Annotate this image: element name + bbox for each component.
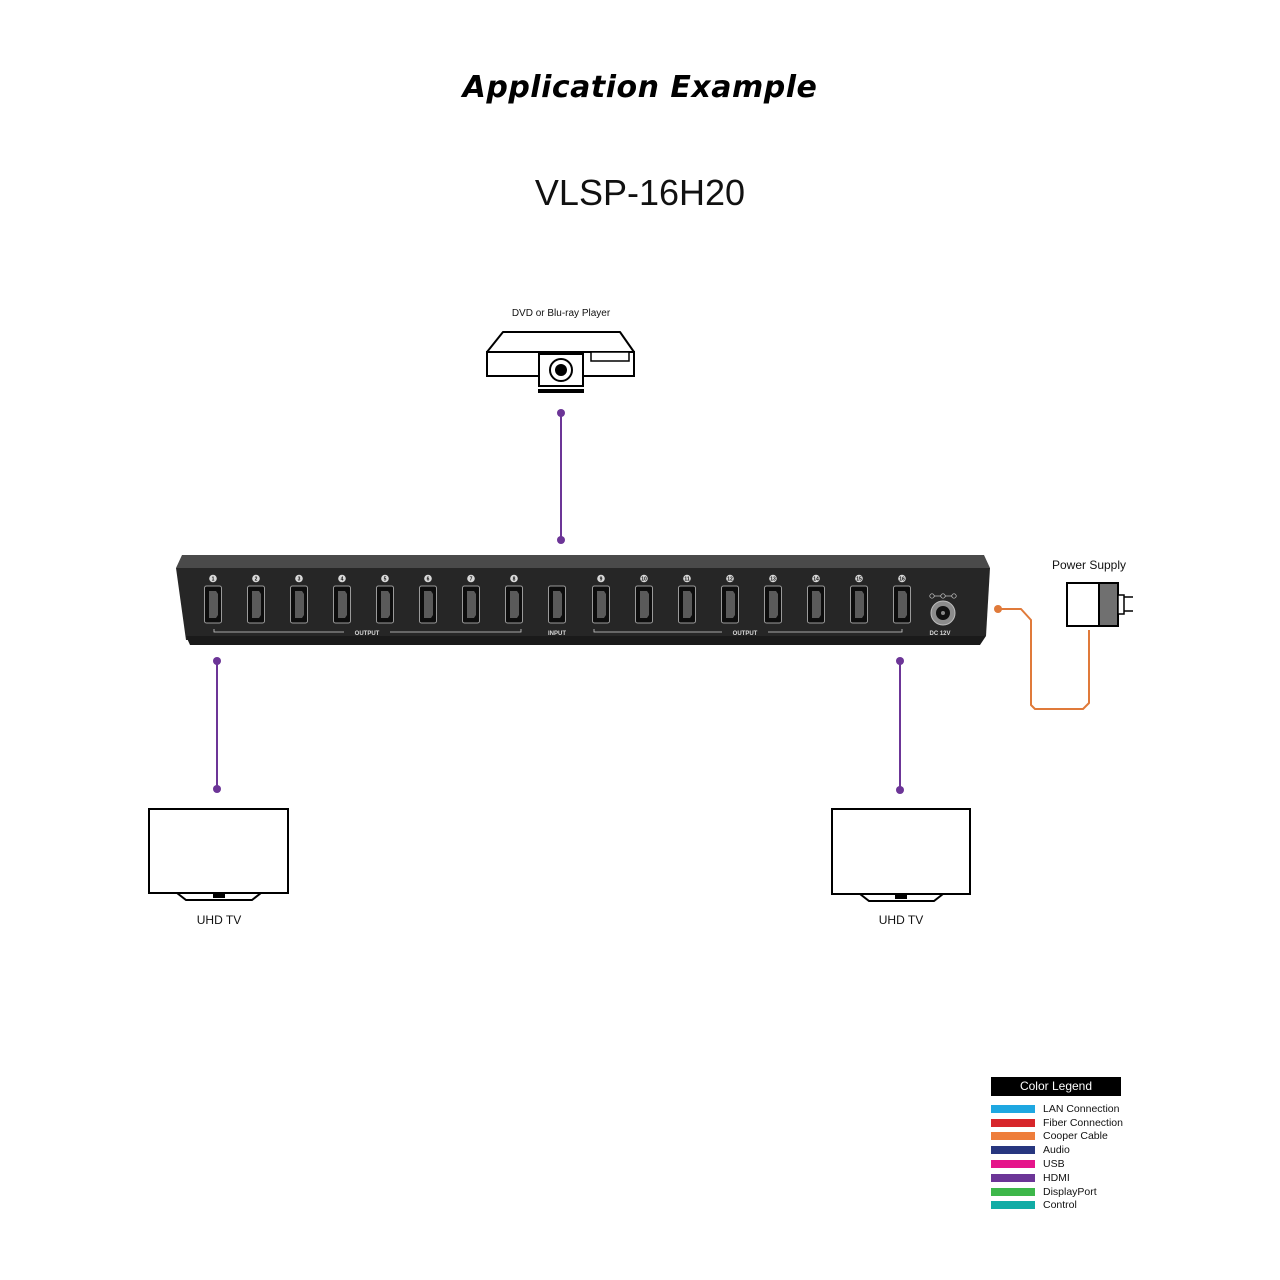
port-number-badge: 7 xyxy=(467,574,475,583)
hdmi-output-port xyxy=(850,585,868,624)
legend-item: DisplayPort xyxy=(991,1185,1121,1199)
port-number-badge: 1 xyxy=(209,574,217,583)
hdmi-input-port xyxy=(548,585,566,624)
legend-label: LAN Connection xyxy=(1043,1102,1120,1115)
port-number-badge: 13 xyxy=(769,574,777,583)
port-number: 6 xyxy=(427,577,430,583)
port-number-badge: 5 xyxy=(381,574,389,583)
legend-label: DisplayPort xyxy=(1043,1185,1097,1198)
output-right-label: OUTPUT xyxy=(733,631,758,637)
port-number-badge: 12 xyxy=(726,574,734,583)
port-number-badge: 4 xyxy=(338,574,346,583)
port-number-badge: 6 xyxy=(424,574,432,583)
hdmi-output-port xyxy=(462,585,480,624)
port-number: 11 xyxy=(684,577,690,583)
legend-swatch xyxy=(991,1160,1035,1169)
legend-swatch xyxy=(991,1173,1035,1182)
legend-label: HDMI xyxy=(1043,1171,1070,1184)
hdmi-output-port xyxy=(721,585,739,624)
legend-swatch xyxy=(991,1201,1035,1210)
legend-label: USB xyxy=(1043,1158,1065,1171)
uhd-tv-left-label: UHD TV xyxy=(197,913,241,927)
legend-swatch xyxy=(991,1132,1035,1141)
dc-12v-label: DC 12V xyxy=(929,631,950,637)
hdmi-cable-source xyxy=(557,409,565,544)
legend-item: Audio xyxy=(991,1143,1121,1157)
port-number: 14 xyxy=(813,577,819,583)
port-number-badge: 16 xyxy=(898,574,906,583)
port-number-badge: 11 xyxy=(683,574,691,583)
legend-label: Fiber Connection xyxy=(1043,1116,1123,1129)
hdmi-output-port xyxy=(505,585,523,624)
legend-item: HDMI xyxy=(991,1171,1121,1185)
model-name: VLSP-16H20 xyxy=(534,172,746,213)
legend-label: Cooper Cable xyxy=(1043,1130,1108,1143)
port-number: 16 xyxy=(899,577,905,583)
legend-swatch xyxy=(991,1146,1035,1155)
hdmi-output-port xyxy=(764,585,782,624)
legend-title: Color Legend xyxy=(991,1077,1121,1096)
port-number-badge: 15 xyxy=(855,574,863,583)
port-number-badge: 10 xyxy=(640,574,648,583)
legend-swatch xyxy=(991,1104,1035,1113)
legend-item: LAN Connection xyxy=(991,1102,1121,1116)
legend-item: Fiber Connection xyxy=(991,1116,1123,1130)
port-number: 3 xyxy=(298,577,301,583)
diagram-title: Application Example xyxy=(462,70,818,105)
port-number: 10 xyxy=(641,577,647,583)
port-number-badge: 8 xyxy=(510,574,518,583)
legend-item: Control xyxy=(991,1199,1121,1213)
port-number-badge: 9 xyxy=(597,574,605,583)
hdmi-cable-left-tv xyxy=(213,657,221,793)
hdmi-cable-right-tv xyxy=(896,657,904,794)
power-supply-icon: Power Supply xyxy=(1052,558,1133,627)
port-number: 7 xyxy=(470,577,473,583)
port-number-badge: 2 xyxy=(252,574,260,583)
port-number-badge: 14 xyxy=(812,574,820,583)
uhd-tv-right-icon: UHD TV xyxy=(831,808,971,927)
hdmi-output-port xyxy=(204,585,222,624)
hdmi-output-port xyxy=(376,585,394,624)
hdmi-output-port xyxy=(807,585,825,624)
legend-item: Cooper Cable xyxy=(991,1130,1121,1144)
legend-item: USB xyxy=(991,1157,1121,1171)
hdmi-output-port xyxy=(333,585,351,624)
dvd-player-label: DVD or Blu-ray Player xyxy=(512,308,611,319)
uhd-tv-right-label: UHD TV xyxy=(879,913,923,927)
legend-label: Control xyxy=(1043,1199,1077,1212)
power-supply-label: Power Supply xyxy=(1052,558,1126,572)
uhd-tv-left-icon: UHD TV xyxy=(148,808,289,927)
dvd-player-icon: DVD or Blu-ray Player xyxy=(486,308,635,393)
hdmi-output-port xyxy=(635,585,653,624)
hdmi-output-port xyxy=(678,585,696,624)
port-number-badge: 3 xyxy=(295,574,303,583)
hdmi-output-port xyxy=(592,585,610,624)
legend-label: Audio xyxy=(1043,1144,1070,1157)
legend-swatch xyxy=(991,1118,1035,1127)
legend-swatch xyxy=(991,1187,1035,1196)
port-number: 2 xyxy=(255,577,258,583)
port-number: 12 xyxy=(727,577,733,583)
power-cable xyxy=(994,605,1090,710)
hdmi-output-port xyxy=(247,585,265,624)
dc-power-jack: DC 12V xyxy=(929,593,957,637)
port-number: 4 xyxy=(341,577,344,583)
port-number: 5 xyxy=(384,577,387,583)
input-label: INPUT xyxy=(548,631,566,637)
port-number: 1 xyxy=(212,577,215,583)
hdmi-output-port xyxy=(893,585,911,624)
hdmi-output-port xyxy=(419,585,437,624)
hdmi-output-port xyxy=(290,585,308,624)
output-left-label: OUTPUT xyxy=(355,631,380,637)
port-number: 13 xyxy=(770,577,776,583)
port-number: 8 xyxy=(513,577,516,583)
port-number: 9 xyxy=(600,577,603,583)
port-number: 15 xyxy=(856,577,862,583)
